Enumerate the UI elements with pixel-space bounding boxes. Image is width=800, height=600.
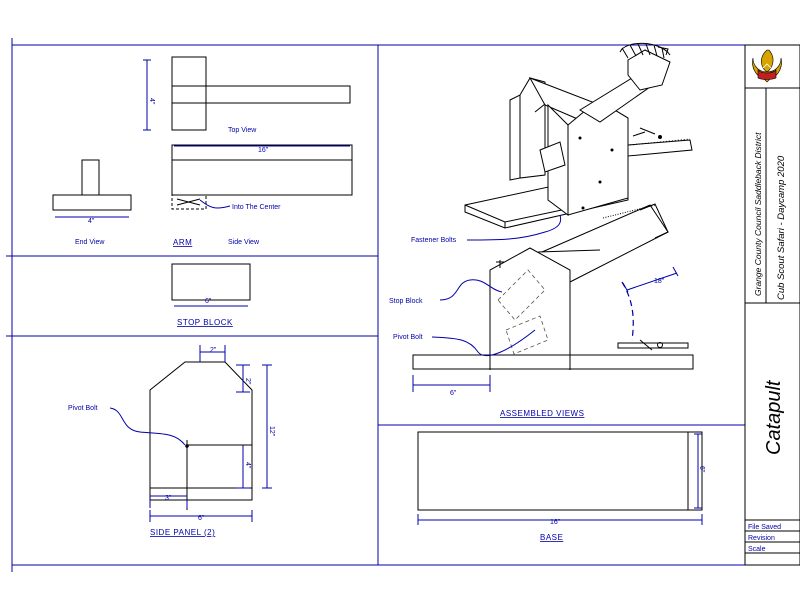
dim-base-height: 6"	[698, 466, 705, 473]
dim-assy-base: 6"	[450, 390, 457, 397]
callout-pivot-bolt-assy: Pivot Bolt	[393, 334, 423, 341]
callout-into-center: Into The Center	[232, 204, 281, 211]
text-row-0: File Saved	[748, 524, 781, 531]
dim-arm-height: 4"	[148, 98, 155, 105]
fleur-de-lis-logo	[752, 49, 782, 83]
dim-panel-pivot-x: 3"	[165, 495, 172, 502]
title-assembled-views: ASSEMBLED VIEWS	[500, 409, 584, 418]
callout-stop-block: Stop Block	[389, 298, 423, 305]
dim-panel-lower: 4"	[244, 462, 251, 469]
title-stop-block: STOP BLOCK	[177, 318, 233, 327]
arm-top-view: 4" Top View	[143, 56, 351, 134]
arm-end-view: 4" End View	[52, 159, 132, 246]
dim-base-length: 16"	[550, 519, 561, 526]
text-row-1: Revision	[748, 535, 775, 542]
text-row-2: Scale	[748, 546, 766, 553]
dim-end-width: 4"	[88, 218, 95, 225]
dim-panel-chamfer: 2"	[244, 378, 251, 385]
dim-arm-length: 16"	[258, 147, 269, 154]
label-top-view: Top View	[228, 127, 257, 134]
arm-side-view: 16" Into The Center Side View	[171, 144, 353, 246]
catapult-isometric	[464, 42, 693, 229]
title-side-panel: SIDE PANEL (2)	[150, 528, 215, 537]
callout-pivot-bolt-panel: Pivot Bolt	[68, 405, 98, 412]
catapult-side-elevation: 6" 18"	[412, 203, 694, 397]
callout-fastener-bolts: Fastener Bolts	[411, 237, 457, 244]
label-side-view: Side View	[228, 239, 260, 246]
dim-stop-width: 6"	[205, 298, 212, 305]
text-drawing-title: Catapult	[763, 379, 785, 455]
text-event: Cub Scout Safari - Daycamp 2020	[776, 155, 787, 300]
dim-assy-arm: 18"	[654, 278, 665, 285]
dim-panel-height: 12"	[268, 426, 275, 437]
label-end-view: End View	[75, 239, 105, 246]
sheet-border	[6, 38, 800, 572]
stop-block-view: 6" STOP BLOCK	[171, 263, 251, 327]
dim-panel-top: 2"	[210, 347, 217, 354]
title-block: Grange County Council Saddleback Distric…	[744, 44, 800, 566]
base-view: 6" 16" BASE	[417, 431, 705, 542]
text-organization: Grange County Council Saddleback Distric…	[753, 132, 763, 296]
side-panel-view: 2" 2" 12" 4" 3" 6" Pivot Bolt SIDE PANEL…	[68, 345, 275, 537]
dim-panel-width: 6"	[198, 515, 205, 522]
assembly-callouts: Fastener Bolts Stop Block Pivot Bolt	[389, 214, 562, 357]
title-arm: ARM	[173, 238, 192, 247]
title-base: BASE	[540, 533, 563, 542]
